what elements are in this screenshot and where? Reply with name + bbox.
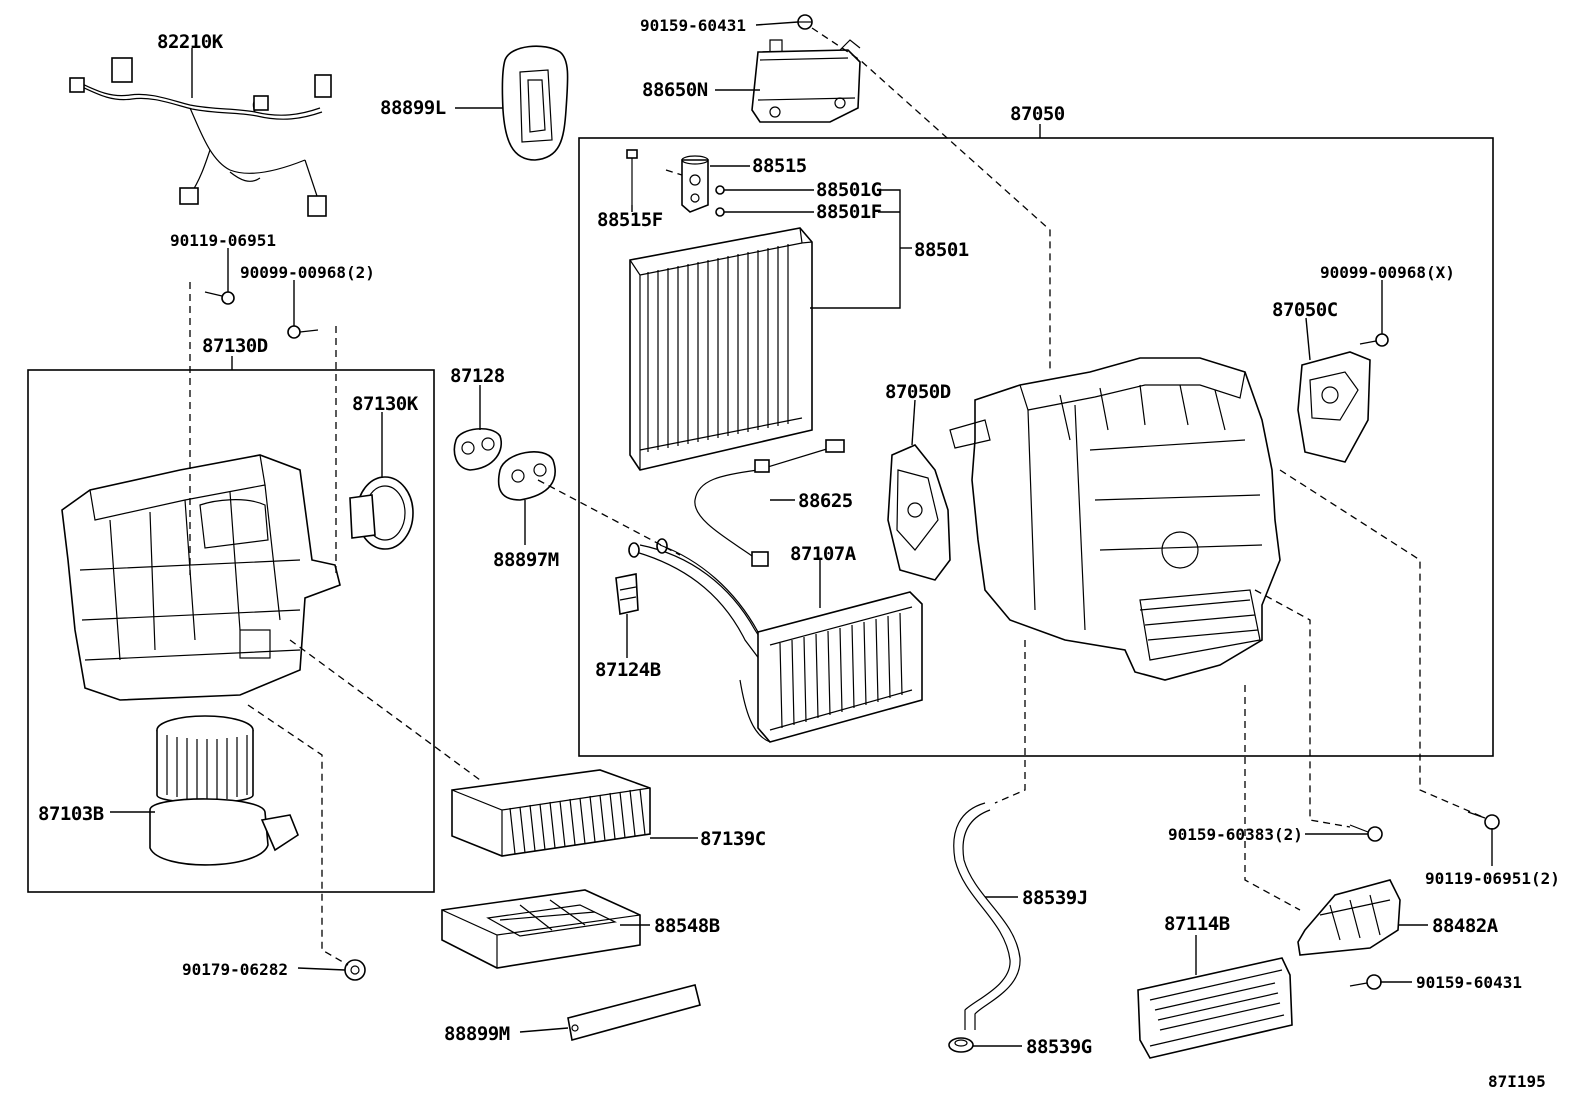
label-87128: 87128 xyxy=(450,365,505,387)
valve-bolt-icon xyxy=(626,149,638,205)
label-90179-06282: 90179-06282 xyxy=(182,960,288,979)
unit-assy-frame xyxy=(578,137,1494,757)
hvac-unit-illustration xyxy=(949,357,1281,681)
part-labels: 82210K 90159-60431 88650N 88899L 87050 8… xyxy=(38,16,1560,1091)
label-88899M: 88899M xyxy=(444,1023,510,1045)
oring-icon xyxy=(715,185,725,195)
bolt-icon xyxy=(1349,824,1383,842)
label-88515F: 88515F xyxy=(597,209,663,231)
amplifier-illustration xyxy=(751,39,861,123)
label-88539G: 88539G xyxy=(1026,1036,1092,1058)
air-filter-illustration xyxy=(451,769,651,857)
oring-icon xyxy=(715,207,725,217)
label-90159-60431-bottom: 90159-60431 xyxy=(1416,973,1522,992)
bolt-icon xyxy=(1349,974,1382,990)
filter-cover-illustration xyxy=(441,889,641,969)
label-87050C: 87050C xyxy=(1272,299,1338,321)
packing-illustration xyxy=(453,428,502,471)
servo-c-illustration xyxy=(1297,351,1371,463)
assembly-dashed-lines xyxy=(189,27,1486,966)
bolt-icon xyxy=(1467,811,1500,830)
label-82210K: 82210K xyxy=(157,31,224,53)
label-88501: 88501 xyxy=(914,239,969,261)
label-87114B: 87114B xyxy=(1164,913,1230,935)
label-90099-00968-x: 90099-00968(X) xyxy=(1320,263,1455,282)
label-87050D: 87050D xyxy=(885,381,951,403)
label-87107A: 87107A xyxy=(790,543,857,565)
ptc-heater-illustration xyxy=(1137,957,1293,1059)
blower-case-illustration xyxy=(61,454,341,701)
label-88515: 88515 xyxy=(752,155,807,177)
label-88650N: 88650N xyxy=(642,79,708,101)
drain-hose-illustration xyxy=(953,802,1021,1030)
label-88482A: 88482A xyxy=(1432,915,1499,937)
label-87124B: 87124B xyxy=(595,659,661,681)
clamp-illustration xyxy=(615,573,639,615)
label-87103B: 87103B xyxy=(38,803,104,825)
duct-illustration xyxy=(1297,879,1401,956)
label-88539J: 88539J xyxy=(1022,887,1088,909)
evaporator-illustration xyxy=(629,227,813,471)
screw-icon xyxy=(287,325,319,339)
label-88897M: 88897M xyxy=(493,549,559,571)
plate-illustration xyxy=(497,451,556,501)
screw-icon xyxy=(204,291,235,305)
label-87130K: 87130K xyxy=(352,393,419,415)
nut-icon xyxy=(344,959,366,981)
wire-harness-illustration xyxy=(69,57,332,217)
label-87130D: 87130D xyxy=(202,335,268,357)
expansion-valve-illustration xyxy=(681,155,709,213)
cover-m-illustration xyxy=(567,984,701,1042)
label-87139C: 87139C xyxy=(700,828,766,850)
bolt-icon xyxy=(797,14,813,30)
label-90159-60431-top: 90159-60431 xyxy=(640,16,746,35)
thermistor-illustration xyxy=(694,439,845,567)
label-88548B: 88548B xyxy=(654,915,720,937)
label-90119-06951-2: 90119-06951(2) xyxy=(1425,869,1560,888)
label-88625: 88625 xyxy=(798,490,853,512)
heater-core-illustration xyxy=(628,538,923,743)
label-88899L: 88899L xyxy=(380,97,446,119)
grommet-icon xyxy=(948,1037,974,1053)
blower-assy-frame xyxy=(27,369,435,893)
label-90159-60383-2: 90159-60383(2) xyxy=(1168,825,1303,844)
label-90099-00968-2: 90099-00968(2) xyxy=(240,263,375,282)
label-87050: 87050 xyxy=(1010,103,1065,125)
servo-d-illustration xyxy=(887,444,951,581)
screw-icon xyxy=(1359,333,1389,347)
cover-l-illustration xyxy=(501,45,569,161)
label-88501F: 88501F xyxy=(816,201,882,223)
servo-k-illustration xyxy=(349,476,414,550)
label-88501G: 88501G xyxy=(816,179,882,201)
diagram-id: 87I195 xyxy=(1488,1072,1546,1091)
blower-motor-illustration xyxy=(149,715,299,866)
leader-lines xyxy=(110,21,1493,1047)
label-90119-06951: 90119-06951 xyxy=(170,231,276,250)
